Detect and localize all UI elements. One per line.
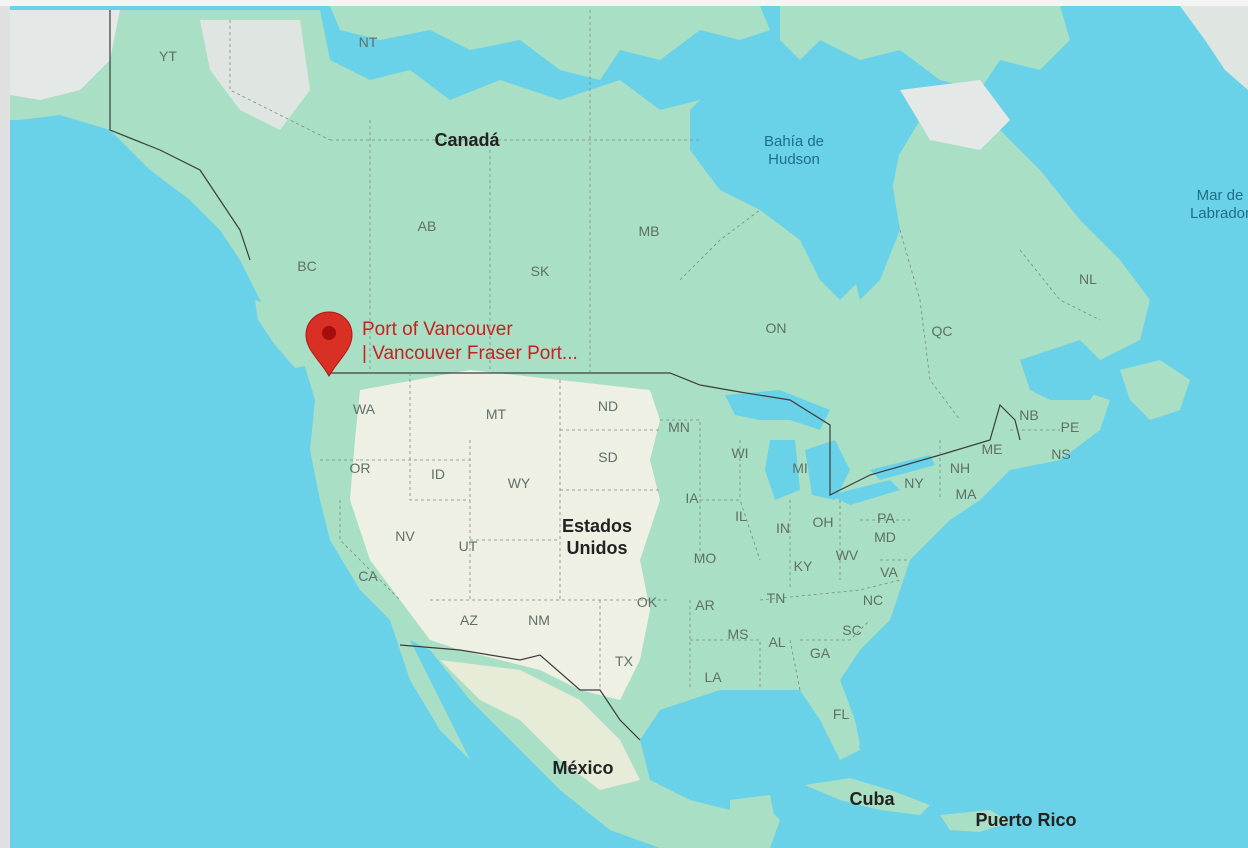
border-usa-mexico [399, 644, 641, 741]
region-label: MO [694, 550, 717, 566]
country-label-canada: Canadá [434, 130, 500, 150]
region-label: NT [359, 34, 378, 50]
country-label-usa-line1: Estados [562, 516, 632, 536]
region-label: NS [1051, 446, 1070, 462]
region-label: NY [904, 475, 924, 491]
region-label: PE [1061, 419, 1080, 435]
border-canada-usa [328, 372, 1021, 496]
region-label: OH [813, 514, 834, 530]
hudson-bay [690, 60, 900, 300]
water-label-hudson-line1: Bahía de [764, 133, 824, 150]
region-label: SK [531, 263, 550, 279]
region-label: MB [639, 223, 660, 239]
snow-quebec [900, 80, 1010, 150]
location-marker[interactable] [305, 311, 353, 378]
region-label: WV [836, 547, 859, 563]
map-pin-dot [322, 326, 336, 340]
region-label: NH [950, 460, 970, 476]
region-label: QC [932, 323, 953, 339]
region-label: WY [508, 475, 531, 491]
region-label: AL [768, 634, 785, 650]
region-label: CA [358, 568, 378, 584]
region-label: MD [874, 529, 896, 545]
greenland-edge [1180, 6, 1248, 90]
arctic-island-east [780, 6, 1070, 90]
region-label: ID [431, 466, 445, 482]
arctic-islands [330, 6, 770, 80]
map-pin-icon[interactable] [305, 311, 353, 378]
region-label: MS [728, 626, 749, 642]
water-label-labrador-line1: Mar de [1197, 187, 1244, 204]
newfoundland [1120, 360, 1190, 420]
region-label: MT [486, 406, 507, 422]
country-label-mexico: México [552, 758, 613, 778]
region-label: NC [863, 592, 883, 608]
region-label: AR [695, 597, 714, 613]
region-label: AZ [460, 612, 478, 628]
region-label: OR [350, 460, 371, 476]
map-frame-top [0, 0, 1248, 6]
region-label: VA [880, 564, 898, 580]
region-label: ON [766, 320, 787, 336]
region-label: WI [731, 445, 748, 461]
region-label: ND [598, 398, 618, 414]
region-label: TX [615, 653, 634, 669]
region-label: SC [842, 622, 861, 638]
region-label: KY [794, 558, 813, 574]
dry-region-mexico [440, 660, 640, 790]
region-label: ME [982, 441, 1003, 457]
vancouver-island [255, 300, 310, 368]
region-label: SD [598, 449, 617, 465]
region-label: MA [956, 486, 978, 502]
region-label: BC [297, 258, 316, 274]
region-label: AB [418, 218, 437, 234]
region-label: NM [528, 612, 550, 628]
water-label-labrador-line2: Labrador [1190, 205, 1248, 222]
border-alaska [109, 10, 251, 261]
cuba [805, 778, 930, 815]
yucatan [730, 795, 775, 835]
florida [800, 680, 860, 752]
gulf-st-lawrence [1020, 340, 1110, 400]
country-label-usa-line2: Unidos [567, 538, 628, 558]
map-frame-left [0, 0, 10, 848]
region-label: MI [792, 460, 808, 476]
region-label: OK [637, 594, 658, 610]
internal-borders [229, 10, 1101, 691]
region-label: WA [353, 401, 376, 417]
region-label: MN [668, 419, 690, 435]
region-label: IN [776, 520, 790, 536]
marker-label-line1[interactable]: Port of Vancouver [362, 319, 513, 340]
region-label: GA [810, 645, 831, 661]
region-label: IL [735, 508, 747, 524]
region-label: IA [685, 490, 699, 506]
marker-label-line2[interactable]: | Vancouver Fraser Port... [362, 343, 578, 364]
dry-region-west [350, 370, 660, 700]
region-label: NB [1019, 407, 1038, 423]
snow-yukon [200, 20, 310, 130]
region-label: TN [767, 590, 786, 606]
country-label-puerto-rico: Puerto Rico [975, 810, 1076, 830]
region-label: NL [1079, 271, 1097, 287]
water-label-hudson-line2: Hudson [768, 151, 820, 168]
country-label-cuba: Cuba [850, 789, 896, 809]
region-label: YT [159, 48, 177, 64]
region-label: NV [395, 528, 415, 544]
snow-alaska [10, 10, 120, 100]
region-label: PA [877, 510, 895, 526]
hispaniola [940, 810, 1010, 832]
region-label: UT [459, 538, 478, 554]
region-label: FL [833, 706, 850, 722]
region-label: LA [704, 669, 722, 685]
